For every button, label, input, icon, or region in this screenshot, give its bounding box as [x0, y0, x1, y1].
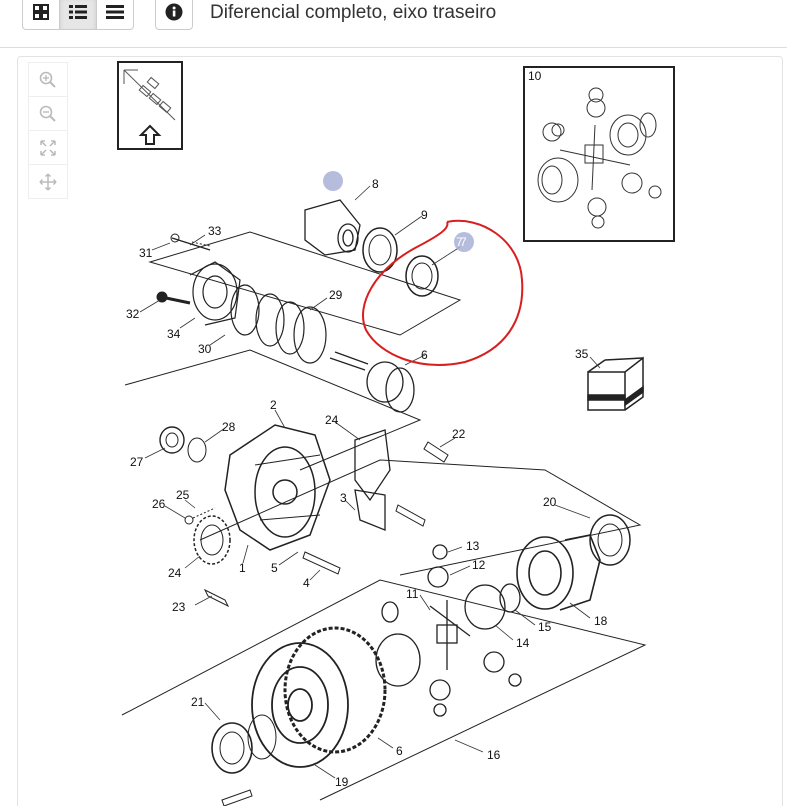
zoom-out-button[interactable]: [28, 96, 68, 131]
part-label: 13: [466, 539, 480, 553]
leader-lines: [139, 185, 601, 779]
part-27-bearing: [159, 426, 185, 454]
part-label: 7: [456, 235, 463, 249]
part-label: 6: [421, 348, 428, 362]
part-label: 19: [335, 775, 349, 789]
zoom-in-icon: [39, 71, 56, 88]
hotspot-7: [454, 232, 474, 252]
fit-screen-button[interactable]: [28, 130, 68, 165]
upper-frame: [148, 231, 462, 336]
overview-box: [117, 61, 183, 150]
part-23-pin: [423, 441, 449, 463]
part-label: 7: [460, 235, 467, 249]
pinion-shaft: [329, 351, 415, 413]
part-28-ring: [187, 437, 207, 463]
part-label: 25: [176, 488, 190, 502]
part-label: 18: [594, 614, 608, 628]
part-label: 22: [452, 427, 466, 441]
part-label: 24: [168, 566, 182, 580]
inset-spider-gears: [537, 87, 662, 229]
part-label: 6: [396, 744, 403, 758]
pan-button[interactable]: [28, 164, 68, 199]
rows-icon: [106, 5, 124, 19]
part-label: 27: [130, 455, 144, 469]
info-icon: [165, 3, 183, 21]
part-label: 15: [538, 620, 552, 634]
pan-icon: [39, 172, 57, 191]
part-label: 21: [191, 695, 205, 709]
spider-gear-set: [375, 544, 522, 717]
part-label: 3: [340, 491, 347, 505]
part-label: 28: [222, 420, 236, 434]
part-6-ring-gear: [251, 626, 387, 768]
zoom-controls: [28, 62, 68, 199]
zoom-out-icon: [39, 105, 56, 122]
part-2-housing: [224, 424, 331, 551]
header-divider: [0, 47, 787, 48]
part-18-case: [516, 534, 601, 611]
home-arrow-icon: [138, 124, 162, 145]
zoom-in-button[interactable]: [28, 62, 68, 97]
part-label: 2: [270, 398, 277, 412]
part-label: 26: [152, 497, 166, 511]
part-8-seal: [362, 227, 398, 273]
part-label: 33: [208, 224, 222, 238]
part-label: 34: [167, 327, 181, 341]
part-label: 31: [139, 246, 153, 260]
part-35-box: [587, 356, 644, 411]
part-label: 30: [198, 342, 212, 356]
part-label: 16: [487, 748, 501, 762]
overview-thumbnail: [123, 69, 176, 121]
info-button[interactable]: [155, 0, 193, 30]
grid-icon: [33, 4, 49, 20]
fit-screen-icon: [40, 139, 56, 156]
red-annotation-circle: [362, 219, 524, 366]
part-label: 20: [543, 495, 557, 509]
part-7-ring: [405, 255, 439, 297]
lower-frame: [121, 579, 647, 801]
part-34-housing: [189, 261, 327, 364]
part-label: 4: [303, 576, 310, 590]
part-label: 10: [528, 69, 542, 83]
part-label: 14: [516, 636, 530, 650]
part-label: 32: [126, 307, 140, 321]
list-icon: [69, 5, 87, 19]
hotspot-9: [323, 171, 343, 191]
part-label: 23: [172, 600, 186, 614]
part-22-lock: [203, 588, 230, 608]
part-21-bearing: [211, 722, 253, 774]
rows-view-button[interactable]: [96, 0, 134, 30]
inset-box: [523, 66, 675, 242]
part-labels: 8 9 7 10 33 31 32 34 30 29 6 35 2 24 22 …: [126, 69, 608, 789]
part-3-cap: [354, 489, 386, 531]
part-label: 5: [271, 561, 278, 575]
page-title: Diferencial completo, eixo traseiro: [210, 2, 497, 23]
part-label: 29: [329, 288, 343, 302]
part-label: 8: [372, 177, 379, 191]
part-24-cap: [354, 429, 391, 502]
view-toggle-group: [22, 0, 134, 30]
part-label: 9: [421, 208, 428, 222]
diagram-panel: [17, 56, 783, 806]
part-20-bearing: [589, 514, 631, 566]
part-label: 24: [325, 413, 339, 427]
part-9-flange: [304, 199, 361, 256]
toolbar: Diferencial completo, eixo traseiro: [0, 0, 787, 42]
part-label: 1: [239, 561, 246, 575]
part-label: 11: [406, 587, 419, 601]
part-label: 12: [472, 558, 486, 572]
part-label: 35: [575, 347, 589, 361]
part-24-nut: [193, 515, 231, 565]
